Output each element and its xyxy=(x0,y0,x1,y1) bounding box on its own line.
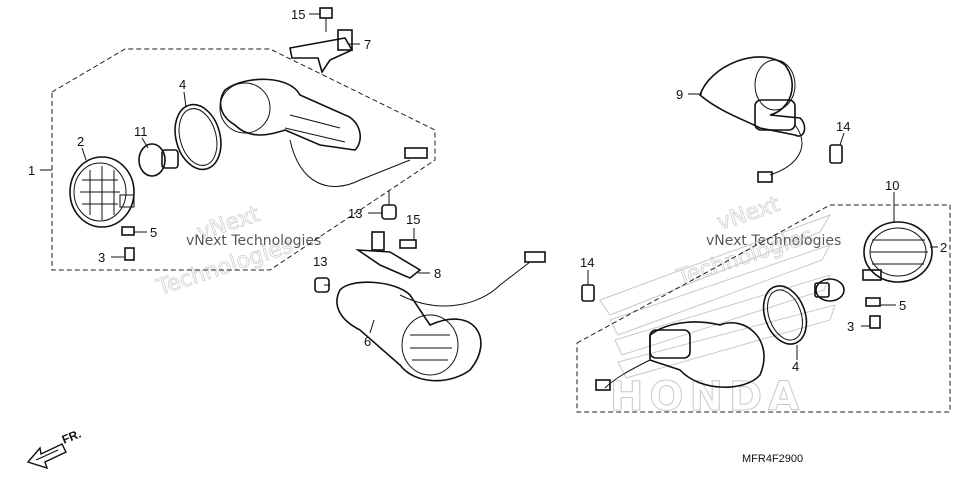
turn-signal-assembly-6 xyxy=(314,251,546,382)
callout-10: 10 xyxy=(885,178,899,193)
watermark: vNext Technologies vNext Technologies vN… xyxy=(153,192,842,302)
callout-11: 11 xyxy=(134,124,148,139)
front-direction-arrow-icon: FR. xyxy=(26,427,83,470)
callout-7: 7 xyxy=(364,37,371,52)
honda-wing-logo: HONDA xyxy=(599,214,836,421)
callout-15-middle: 15 xyxy=(406,212,420,227)
turn-signal-assembly-10 xyxy=(581,221,933,391)
callout-4-left: 4 xyxy=(179,77,186,92)
callout-1: 1 xyxy=(28,163,35,178)
callout-2-right: 2 xyxy=(940,240,947,255)
group-outline-left xyxy=(51,48,436,271)
housing-left xyxy=(219,78,428,187)
turn-signal-assembly-9 xyxy=(699,56,843,183)
callout-13-top: 13 xyxy=(348,206,362,221)
callout-5-right: 5 xyxy=(899,298,906,313)
callout-14-top: 14 xyxy=(836,119,850,134)
group-outline-right xyxy=(576,204,951,413)
watermark-small-left: vNext Technologies xyxy=(186,233,321,249)
callout-2-left: 2 xyxy=(77,134,84,149)
honda-logo-text: HONDA xyxy=(610,374,805,420)
bracket-top xyxy=(289,7,354,74)
watermark-brand-3: vNext xyxy=(714,192,783,236)
callout-13-middle: 13 xyxy=(313,254,327,269)
callouts: 15 7 4 11 2 1 5 3 13 15 13 8 6 9 14 10 2… xyxy=(28,7,947,374)
gasket-ring-left xyxy=(174,103,222,171)
callout-5-left: 5 xyxy=(150,225,157,240)
bracket-middle xyxy=(355,231,422,279)
callout-4-right: 4 xyxy=(792,359,799,374)
leader-lines xyxy=(40,13,938,360)
callout-6: 6 xyxy=(364,334,371,349)
callout-3-left: 3 xyxy=(98,250,105,265)
bulb-left xyxy=(138,143,179,177)
callout-14-bottom: 14 xyxy=(580,255,594,270)
callout-15-top: 15 xyxy=(291,7,305,22)
callout-8: 8 xyxy=(434,266,441,281)
screw-left xyxy=(121,226,135,261)
front-direction-label: FR. xyxy=(60,427,83,447)
callout-9: 9 xyxy=(676,87,683,102)
lens-left xyxy=(69,156,135,228)
diagram-code: MFR4F2900 xyxy=(742,453,803,465)
callout-3-right: 3 xyxy=(847,319,854,334)
screw-13-top xyxy=(381,190,397,220)
